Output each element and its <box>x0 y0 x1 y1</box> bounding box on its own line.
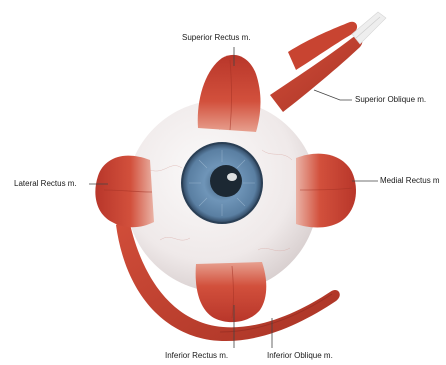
pupil-highlight <box>227 173 237 181</box>
inferior-oblique-label: Inferior Oblique m. <box>267 351 333 361</box>
superior-rectus-muscle <box>198 55 261 132</box>
pupil <box>210 165 242 197</box>
lateral-rectus-label: Lateral Rectus m. <box>14 179 77 189</box>
leader-superior-oblique <box>314 90 352 100</box>
superior-rectus-label: Superior Rectus m. <box>182 33 250 43</box>
lateral-rectus-muscle <box>95 156 154 228</box>
superior-oblique-label: Superior Oblique m. <box>355 95 426 105</box>
inferior-rectus-muscle <box>196 262 267 322</box>
medial-rectus-muscle <box>296 154 356 228</box>
inferior-rectus-label: Inferior Rectus m. <box>165 351 228 361</box>
medial-rectus-label: Medial Rectus m <box>380 176 440 186</box>
